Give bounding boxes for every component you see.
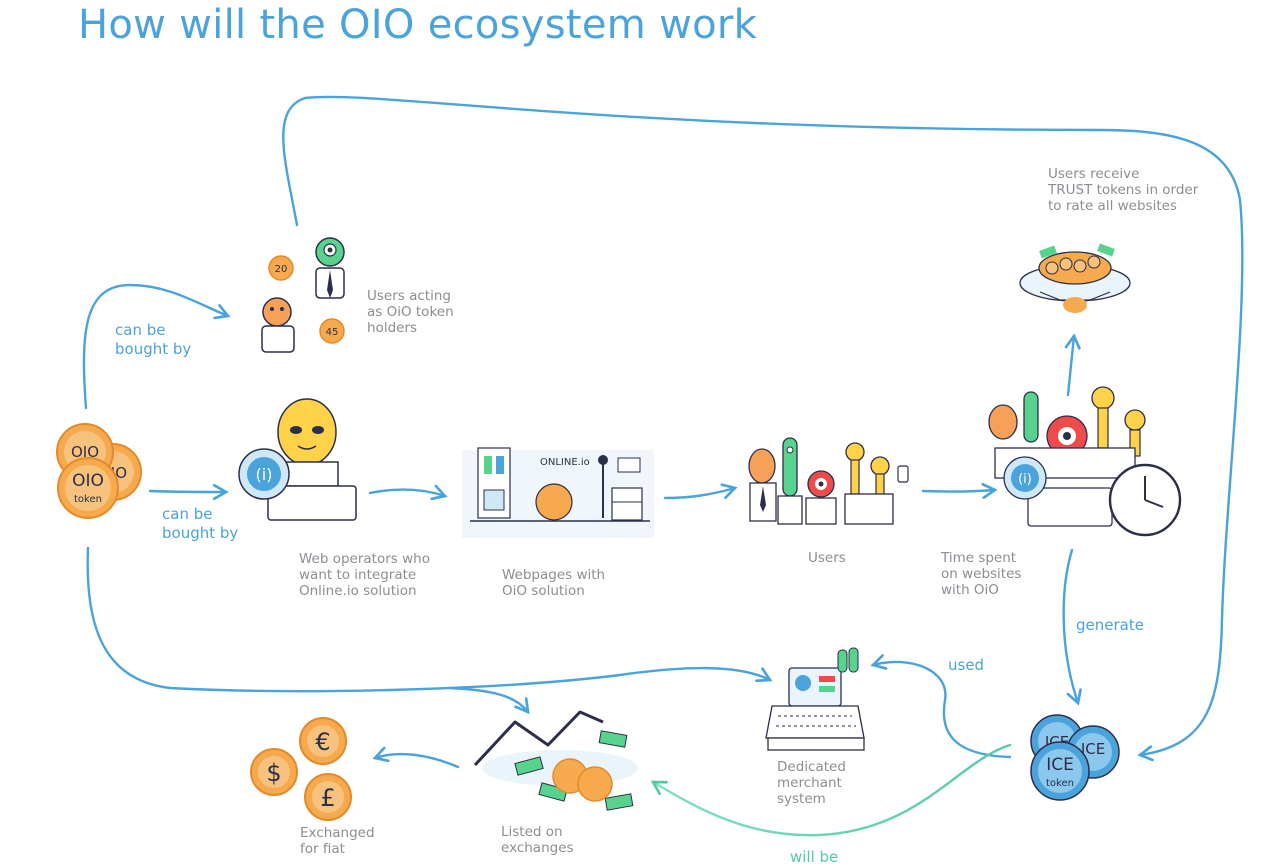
exchanges-illustration [473,710,638,811]
svg-text:OIO: OIO [71,443,99,461]
merchant-illustration [765,647,865,751]
arrow-top-loop [282,95,1244,762]
oio-token-coins: OIO OIO OIO token [56,423,142,519]
edge-label-can-be-bought-by-mid: can be bought by [162,505,239,542]
holders-illustration: 20 45 [261,237,345,353]
arrow-ice-to-merchant [870,654,1012,759]
merchant-label: Dedicated merchant system [777,759,846,807]
svg-text:(i): (i) [1018,472,1032,487]
time-spent-label: Time spent on websites with OiO [941,550,1022,598]
arrow-oio-to-operators [148,483,229,501]
oio-coin-sub: token [74,494,102,505]
trust-ufo-illustration [1019,243,1131,313]
holders-coin-20: 20 [275,264,288,275]
holders-label: Users acting as OiO token holders [367,288,454,336]
connectors [82,95,1244,769]
arrow-webpages-to-users [663,483,738,500]
webpages-screen-text: ONLINE.io [540,457,590,468]
fiat-pound-symbol: £ [320,784,335,812]
users-illustration [748,437,909,525]
page-title: How will the OIO ecosystem work [78,2,758,48]
arrow-oio-to-exchanges [448,686,530,715]
arrow-ice-to-exchanges-green [650,743,1012,837]
arrow-oio-to-holders [82,283,231,410]
time-spent-illustration: (i) [988,386,1182,537]
fiat-label: Exchanged for fiat [300,825,375,857]
arrow-time-to-ice [1062,548,1082,706]
exchanges-label: Listed on exchanges [501,824,574,856]
arrow-users-to-time [921,482,998,499]
arrow-time-to-trust [1064,333,1081,397]
trust-label: Users receive TRUST tokens in order to r… [1048,166,1199,214]
arrow-oio-to-merchant [86,546,773,693]
edge-label-used: used [948,656,985,674]
arrow-exchanges-to-fiat [372,746,460,769]
fiat-coins: € $ £ [250,717,352,821]
oio-coin-text: OIO [72,471,104,491]
arrow-operators-to-webpages [368,484,448,501]
operators-label: Web operators who want to integrate Onli… [299,551,430,599]
fiat-euro-symbol: € [315,728,330,756]
svg-text:ICE: ICE [1081,740,1105,758]
operators-illustration: (i) [238,398,357,521]
webpages-label: Webpages with OiO solution [502,567,606,599]
users-label: Users [808,550,846,566]
edge-label-can-be-bought-by-top: can be bought by [115,321,192,358]
holders-coin-45: 45 [326,327,339,338]
ice-coin-sub: token [1046,778,1074,789]
fiat-dollar-symbol: $ [266,759,281,787]
edge-label-generate: generate [1076,616,1144,634]
svg-text:(i): (i) [256,465,273,484]
ice-coin-text: ICE [1046,755,1074,775]
ice-token-coins: ICE ICE ICE token [1030,714,1120,801]
webpages-illustration: ONLINE.io [462,447,654,538]
edge-label-will-be: will be [790,848,839,866]
